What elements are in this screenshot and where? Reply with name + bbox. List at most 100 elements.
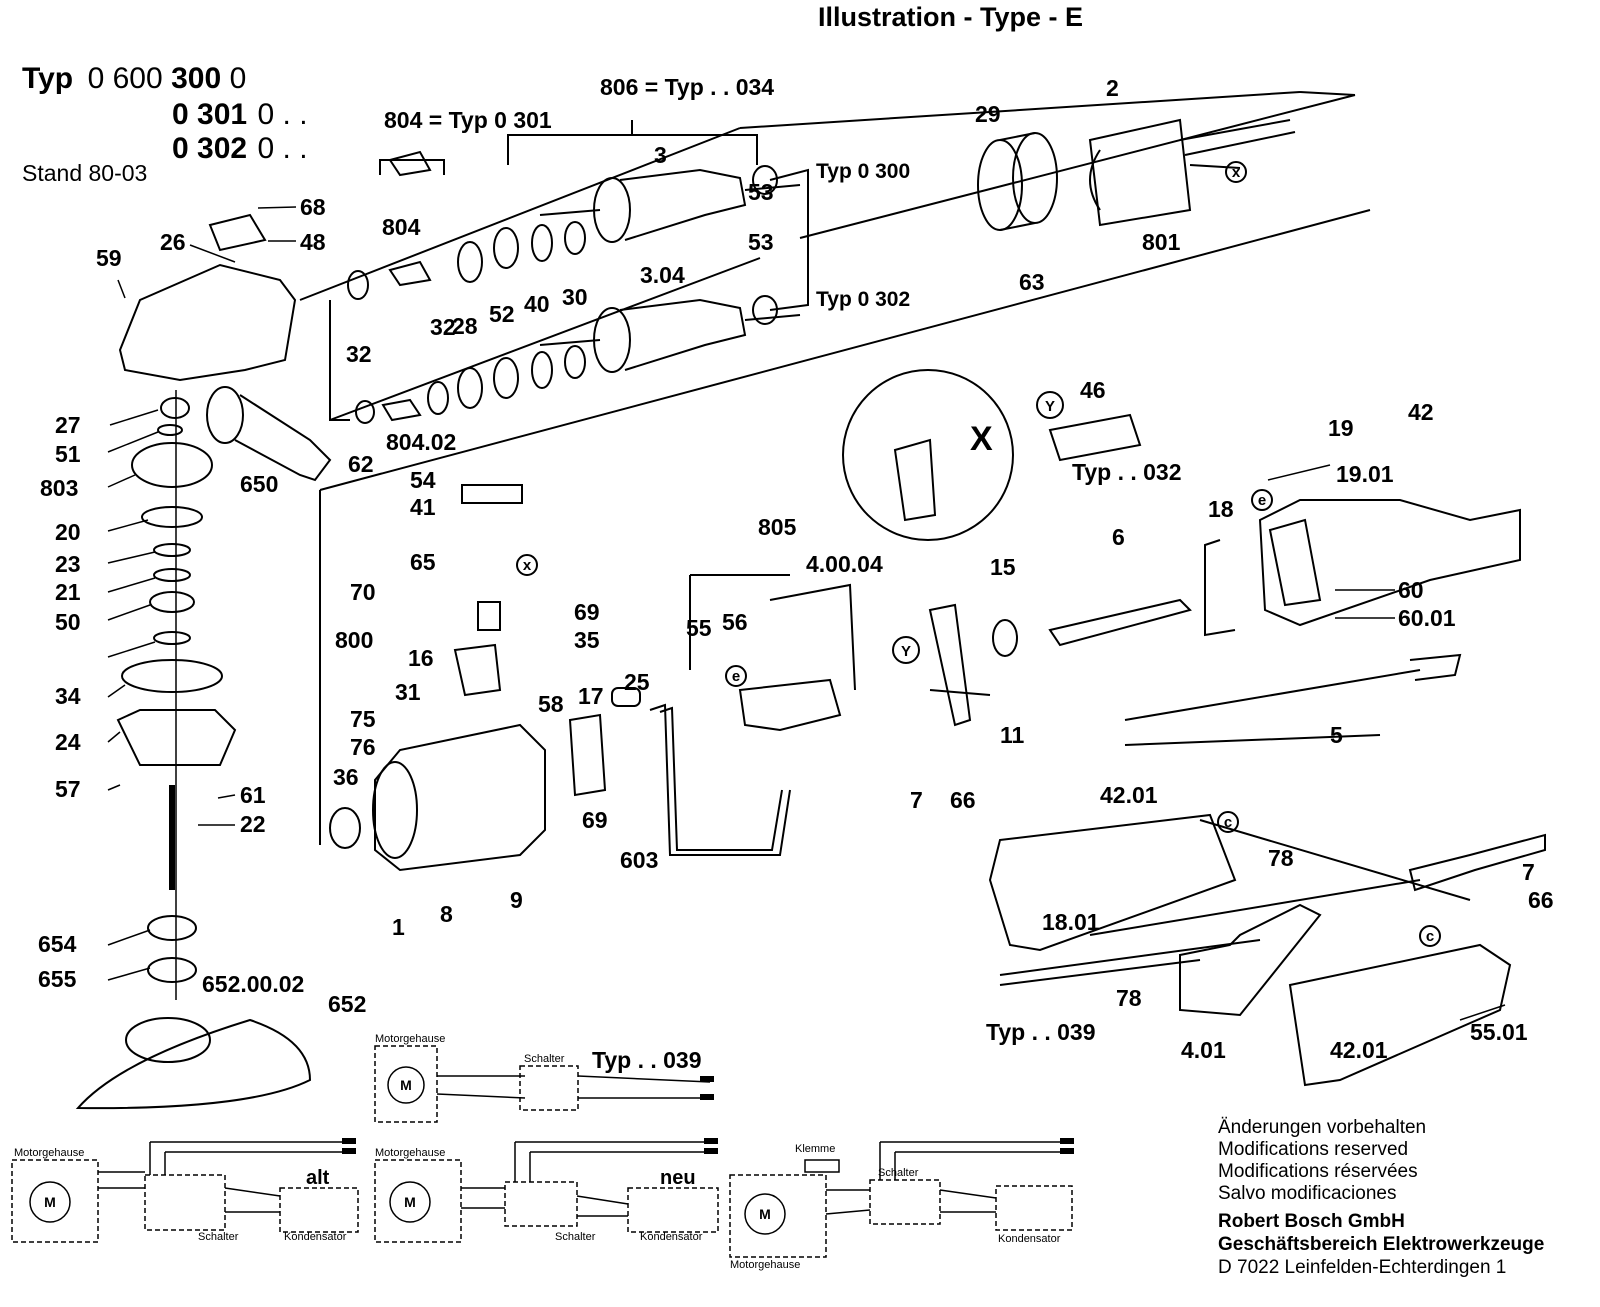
part-label: 800 [335, 627, 373, 653]
part-label: 28 [452, 313, 478, 339]
part-label: 51 [55, 441, 81, 467]
part-label: 60.01 [1398, 605, 1456, 631]
part-label: 53 [748, 229, 774, 255]
part-label: 5 [1330, 722, 1343, 748]
schematic-kondensator-label: Kondensator [640, 1231, 703, 1243]
schematic-motorgehause-label: Motorgehause [375, 1147, 445, 1159]
part-label: 804.02 [386, 429, 456, 455]
part-label: 805 [758, 514, 797, 540]
part-label: 54 [410, 467, 436, 493]
note-de: Änderungen vorbehalten [1218, 1117, 1427, 1138]
typ-number-suffix: 0 [229, 62, 247, 95]
part-label: 78 [1116, 985, 1142, 1011]
schematic-kondensator-label: Kondensator [284, 1231, 347, 1243]
part-label: 4.00.04 [806, 551, 883, 577]
part-label: 17 [578, 683, 604, 709]
note-en: Modifications reserved [1218, 1139, 1409, 1160]
part-label: 41 [410, 494, 436, 520]
part-label: 34 [55, 683, 81, 709]
marker-c: c [1426, 928, 1434, 945]
schematic-motorgehause-label: Motorgehause [375, 1033, 445, 1045]
marker-x: x [1232, 164, 1241, 181]
part-label: 56 [722, 609, 748, 635]
part-label: 55.01 [1470, 1019, 1528, 1045]
marker-e: e [732, 668, 740, 685]
typ-variant-suffix: 0 . . [257, 98, 308, 131]
typ-0300-callout: Typ 0 300 [816, 160, 910, 183]
schematic-motorgehause-label: Motorgehause [730, 1259, 800, 1271]
part-label: 53 [748, 179, 774, 205]
part-label: 7 [1522, 859, 1535, 885]
part-label: 60 [1398, 577, 1424, 603]
part-label: 801 [1142, 229, 1181, 255]
stand-date: Stand 80-03 [22, 160, 148, 186]
part-label: 15 [990, 554, 1016, 580]
part-label: 50 [55, 609, 81, 635]
marker-c: c [1224, 814, 1232, 831]
typ-prefix: Typ [22, 62, 74, 95]
part-label: 3.04 [640, 262, 685, 288]
part-label: 62 [348, 451, 374, 477]
page-title: Illustration - Type - E [818, 2, 1084, 32]
schematic-kondensator-label: Kondensator [998, 1233, 1061, 1245]
part-label: 655 [38, 966, 77, 992]
typ-032-callout: Typ . . 032 [1072, 459, 1182, 485]
part-label: 7 [910, 787, 923, 813]
part-label: 603 [620, 847, 658, 873]
typ-804-callout: 804 = Typ 0 301 [384, 107, 552, 133]
note-fr: Modifications réservées [1218, 1161, 1418, 1182]
company-block: Robert Bosch GmbH Geschäftsbereich Elekt… [1218, 1210, 1544, 1279]
typ-0302-callout: Typ 0 302 [816, 288, 910, 311]
part-label: 78 [1268, 845, 1294, 871]
schematic-klemme-label: Klemme [795, 1143, 835, 1155]
company-name: Robert Bosch GmbH [1218, 1211, 1405, 1232]
part-label: 32 [346, 341, 372, 367]
typ-number-regular: 0 600 [87, 62, 163, 95]
part-label: 27 [55, 412, 81, 438]
part-label: 23 [55, 551, 81, 577]
part-label: 48 [300, 229, 326, 255]
part-label: 35 [574, 627, 600, 653]
part-label: 9 [510, 887, 523, 913]
part-label: 42 [1408, 399, 1434, 425]
part-label: 57 [55, 776, 81, 802]
part-label: 68 [300, 194, 326, 220]
marker-e: e [1258, 492, 1266, 509]
part-label: 55 [686, 615, 712, 641]
part-label: 65 [410, 549, 436, 575]
schematic-alt-label: alt [306, 1167, 330, 1189]
part-label: 66 [950, 787, 976, 813]
part-label: 69 [582, 807, 608, 833]
part-label: 18 [1208, 496, 1234, 522]
part-label: 59 [96, 245, 122, 271]
note-es: Salvo modificaciones [1218, 1183, 1397, 1204]
part-label: 58 [538, 691, 564, 717]
typ-806-callout: 806 = Typ . . 034 [600, 74, 774, 100]
modification-notes: Änderungen vorbehalten Modifications res… [1218, 1117, 1426, 1205]
part-label: 66 [1528, 887, 1554, 913]
part-label: 61 [240, 782, 266, 808]
part-label: 2 [1106, 75, 1119, 101]
part-label: 46 [1080, 377, 1106, 403]
part-label: 1 [392, 914, 405, 940]
part-label: 32 [430, 314, 456, 340]
part-label: 3 [654, 142, 667, 168]
part-label: 26 [160, 229, 186, 255]
part-label: 75 [350, 706, 376, 732]
typ-039-schematic-callout: Typ . . 039 [592, 1047, 702, 1073]
marker-y: Y [901, 643, 911, 660]
part-label: 16 [408, 645, 434, 671]
motor-symbol: M [400, 1077, 412, 1093]
part-label: 42.01 [1100, 782, 1158, 808]
typ-variant-suffix: 0 . . [257, 132, 308, 165]
schematic-schalter-label: Schalter [555, 1231, 596, 1243]
typ-variant-0302: 0 302 [172, 132, 248, 165]
part-label: 20 [55, 519, 81, 545]
part-label: 4.01 [1181, 1037, 1226, 1063]
marker-x: x [523, 557, 532, 574]
part-label: 19 [1328, 415, 1354, 441]
motor-symbol: M [44, 1194, 56, 1210]
part-label: 21 [55, 579, 81, 605]
schematic-schalter-label: Schalter [878, 1167, 919, 1179]
part-label: 19.01 [1336, 461, 1394, 487]
